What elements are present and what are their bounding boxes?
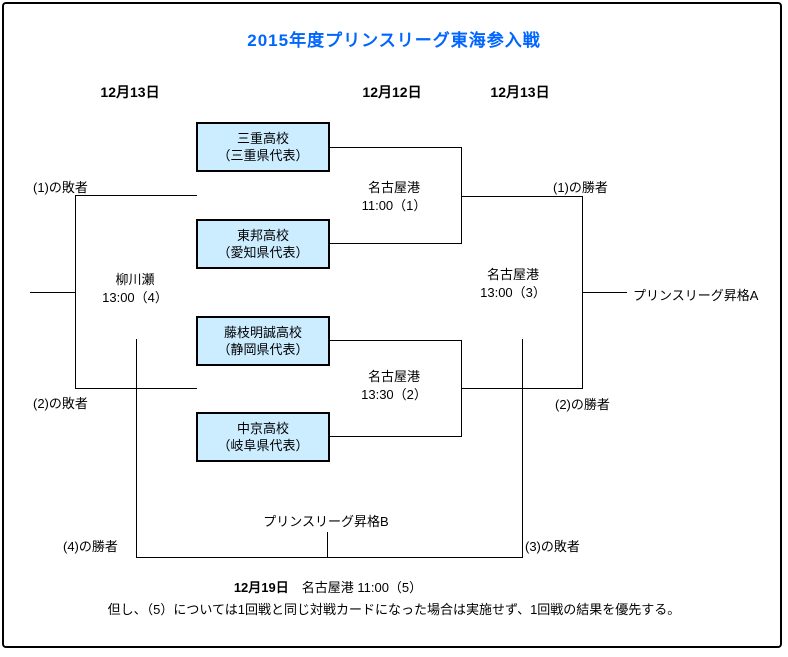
team-rep: （静岡県代表） (217, 342, 309, 357)
match5-schedule: 12月19日 名古屋港 11:00（5） (234, 577, 422, 596)
team-box-toho: 東邦高校 （愛知県代表） (196, 219, 330, 269)
match5-date: 12月19日 (233, 580, 289, 595)
match3-time: 13:00（3） (480, 285, 546, 300)
team-box-fujieda-meisei: 藤枝明誠高校 （静岡県代表） (196, 316, 330, 366)
promotion-b-tick (327, 532, 328, 558)
page-title: 2015年度プリンスリーグ東海参入戦 (247, 31, 541, 50)
bracket-line-match3-out (582, 292, 627, 293)
drop-line-left (136, 339, 137, 558)
match3-venue: 名古屋港 (486, 267, 540, 282)
match5-venue-time: 名古屋港 11:00（5） (288, 580, 423, 595)
date-header-left: 12月13日 (100, 84, 160, 100)
team-name: 東邦高校 (236, 228, 289, 243)
match1-time: 11:00（1） (361, 198, 427, 213)
date-header-right: 12月13日 (490, 84, 550, 100)
label-winner2: (2)の勝者 (555, 397, 610, 412)
footnote: 但し、（5）については1回戦と同じ対戦カードになった場合は実施せず、1回戦の結果… (107, 602, 681, 617)
team-name: 中京高校 (236, 421, 289, 436)
bracket-line-team3 (330, 340, 461, 341)
team-name: 三重高校 (236, 131, 289, 146)
match4-venue: 柳川瀬 (115, 272, 155, 287)
team-rep: （三重県代表） (217, 148, 309, 163)
label-promotion-a: プリンスリーグ昇格A (633, 288, 759, 303)
team-name: 藤枝明誠高校 (223, 325, 302, 340)
label-winner4: (4)の勝者 (63, 539, 118, 554)
label-loser3: (3)の敗者 (525, 539, 580, 554)
date-header-middle: 12月12日 (362, 84, 422, 100)
drop-line-right (522, 339, 523, 558)
match4-time: 13:00（4） (102, 290, 168, 305)
match1-venue: 名古屋港 (367, 180, 420, 195)
bracket-line-team2 (330, 243, 461, 244)
team-box-mie: 三重高校 （三重県代表） (196, 122, 330, 172)
match2-venue: 名古屋港 (367, 369, 421, 384)
match4-info: 柳川瀬 13:00（4） (102, 271, 168, 307)
team-rep: （愛知県代表） (217, 245, 309, 260)
bracket-line-match4-out (30, 292, 76, 293)
match2-info: 名古屋港 13:30（2） (361, 368, 427, 404)
bracket-line-match1-out (461, 196, 582, 197)
team-box-chukyo: 中京高校 （岐阜県代表） (196, 412, 330, 462)
label-loser2: (2)の敗者 (33, 396, 88, 411)
label-loser1: (1)の敗者 (33, 180, 88, 195)
bracket-line-match1-vert (461, 147, 462, 244)
bottom-line-match5 (136, 557, 523, 558)
label-winner1: (1)の勝者 (553, 180, 608, 195)
team-rep: （岐阜県代表） (217, 438, 309, 453)
match1-info: 名古屋港 11:00（1） (362, 179, 427, 215)
bracket-line-match2-out (461, 388, 582, 389)
diagram-border (2, 2, 782, 648)
match3-info: 名古屋港 13:00（3） (480, 266, 546, 302)
bracket-line-team4 (330, 436, 461, 437)
bracket-line-team1 (330, 147, 461, 148)
bracket-line-loser1 (75, 195, 197, 196)
label-promotion-b: プリンスリーグ昇格B (263, 514, 389, 529)
match2-time: 13:30（2） (361, 387, 427, 402)
